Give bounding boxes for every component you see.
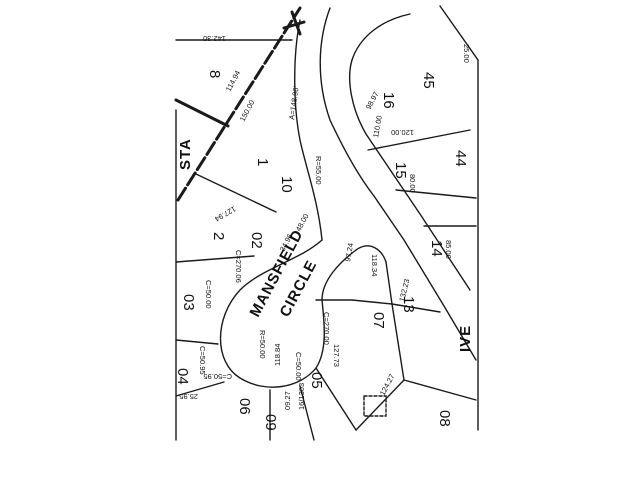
lot-number: 2 [210, 232, 227, 240]
lot-number: 13 [400, 296, 417, 313]
lot-number: 16 [380, 92, 397, 109]
lot-number: 02 [248, 232, 265, 249]
lot-number: 45 [420, 72, 437, 89]
dimension-label: C=50.95 [203, 372, 232, 381]
lot-number: 04 [174, 368, 191, 385]
dimension-label: 98.97 [364, 90, 381, 111]
dimension-label: 85.00 [444, 240, 453, 259]
lot-line-s-2 [299, 385, 315, 441]
dimension-label: 118.34 [370, 254, 379, 276]
lot-number: 06 [236, 398, 253, 415]
lot-number: 07 [370, 312, 387, 329]
dimension-label: 127.73 [332, 344, 341, 367]
dimension-labels: 142.30 114.94 150.00 A=148.96' R=55.00 1… [179, 34, 471, 410]
lot-line-ne-2 [395, 189, 477, 199]
dimension-label: 48.00 [294, 212, 311, 233]
dimension-label: 09.27 [283, 391, 292, 410]
dimension-label: A=148.96' [287, 85, 301, 120]
lot-number: 05 [308, 372, 325, 389]
street-label-vista: STA [177, 138, 194, 170]
road-edge-west [294, 19, 323, 241]
lot-line-s-4 [315, 299, 441, 313]
lot-line-s-7 [403, 379, 477, 401]
dimension-label: R=55.00 [314, 156, 323, 185]
dimension-label: 97.24 [343, 242, 355, 262]
lot-line-w-1 [195, 173, 277, 213]
lot-number: 44 [452, 150, 469, 167]
dimension-label: 120.00 [391, 128, 414, 137]
avenue-line-west [373, 195, 477, 361]
lot-number: 8 [206, 70, 223, 78]
lot-line-w-2 [175, 255, 255, 263]
lot-number: 08 [436, 410, 453, 427]
dimension-label: 142.30 [203, 34, 226, 43]
dimension-label: 25.95 [179, 392, 198, 401]
lot-number: 09 [262, 414, 279, 431]
dimension-label: 16/1303 [297, 383, 306, 410]
dimension-label: 110.00 [371, 115, 384, 139]
lot-number: 10 [278, 176, 295, 193]
survey-mark-top [282, 10, 306, 36]
dimension-label: C=50.00 [294, 352, 303, 381]
right-boundary-line [439, 5, 479, 431]
lot-number: 03 [180, 294, 197, 311]
lot-numbers: 8 45 16 44 15 10 1 2 02 14 03 07 04 05 0… [174, 70, 469, 431]
cul-de-sac-edge [219, 239, 387, 388]
dimension-label: C=50.95 [198, 346, 207, 375]
dimension-label: 80.00 [408, 174, 417, 193]
lot-curve-ne [351, 13, 411, 61]
street-label-avenue: IVE [457, 325, 474, 352]
dimension-label: C=270.06 [234, 250, 243, 283]
lot-number: 14 [428, 240, 445, 257]
avenue-line-east [349, 59, 471, 291]
block-line-heavy-2 [176, 6, 302, 202]
parcel-lines [174, 5, 479, 441]
survey-box [363, 395, 387, 417]
dimension-label: 124.27 [378, 372, 397, 396]
dimension-label: 114.94 [224, 69, 242, 93]
lot-line-s-5 [385, 261, 393, 305]
lot-line-s-3 [315, 367, 357, 431]
lot-number: 15 [392, 162, 409, 179]
lot-line-w-4 [175, 381, 225, 397]
road-edge-east [319, 7, 375, 197]
dimension-label: 118.84 [273, 344, 282, 366]
lot-number: 1 [254, 158, 271, 166]
dimension-label: 25.00 [462, 44, 471, 63]
lot-line-w-3 [175, 339, 219, 345]
dimension-label: C=50.00 [204, 280, 213, 309]
block-line-heavy [174, 98, 230, 128]
dimension-label: R=50.00 [258, 330, 267, 359]
dimension-label: C=270.00 [322, 312, 331, 345]
dimension-label: 127.94 [213, 204, 237, 223]
lot-line-ne-1 [367, 129, 471, 151]
